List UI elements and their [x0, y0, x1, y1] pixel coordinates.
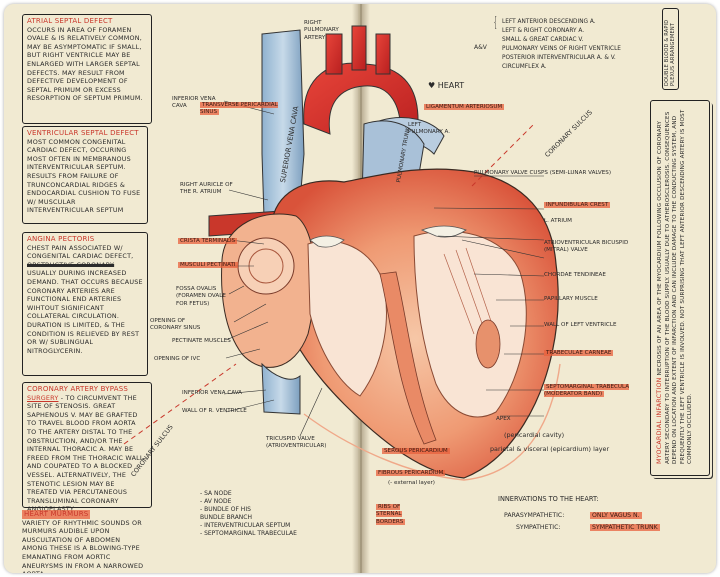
artery-item: Posterior interventricular a. & v. — [502, 55, 616, 61]
angina-pectoris-title: Angina Pectoris — [27, 235, 95, 243]
label-pulmonary-valve-cusps: Pulmonary valve cusps (semi-lunar valves… — [474, 170, 611, 176]
heart-symbol-icon: ♥ — [428, 81, 436, 90]
label-chordae-tendineae: Chordae tendineae — [544, 272, 606, 278]
label-serous-pericardium: Serous pericardium — [382, 448, 450, 454]
label-mitral-valve: Atrioventricular bicuspid (mitral) valve — [544, 240, 629, 254]
heart-murmurs-title: Heart Murmurs — [22, 510, 91, 519]
label-papillary-muscle: Papillary muscle — [544, 296, 598, 302]
sympathetic-value: Sympathetic trunk — [590, 524, 660, 531]
artery-item: Circumflex a. — [502, 64, 547, 70]
label-inferior-vena-cava: Inferior vena cava — [182, 390, 243, 396]
heart-title: ♥ Heart — [428, 81, 465, 90]
label-tricuspid-valve: Tricuspid valve (Atrioventricular) — [266, 436, 327, 450]
bypass-surgery-word: surgery — [27, 393, 59, 402]
conduction-item: - Septomarginal trabeculae — [200, 530, 297, 537]
label-parietal-visceral: parietal & visceral (epicardium) layer — [490, 445, 610, 453]
ventricular-septal-defect-title: Ventricular Septal Defect — [27, 129, 139, 137]
label-fossa-ovalis: Fossa ovalis (foramen ovale for fetus) — [176, 286, 226, 307]
label-fibrous-pericardium: Fibrous pericardium — [376, 470, 446, 476]
side-note-text: Double Blood & Rapid Plexus Arrangement — [664, 19, 677, 86]
conduction-item: - AV node — [200, 498, 232, 505]
label-wall-right-ventricle: Wall of R. ventricle — [182, 408, 247, 414]
atrial-septal-defect-note: Atrial Septal Defect occurs in area of f… — [22, 14, 152, 124]
label-left-atrium: L. atrium — [544, 218, 572, 224]
coronary-bypass-body: - to circumvent the site of stenosis. Gr… — [27, 393, 144, 514]
label-transverse-sinus: Transverse pericardial sinus — [200, 102, 278, 116]
artery-list: Left anterior descending a. Left & right… — [502, 18, 652, 72]
label-ribs: Ribs of sternal borders — [376, 504, 406, 525]
brachiocephalic-trunk — [325, 33, 343, 75]
angina-body-1: Chest pain associated w/ congenital card… — [27, 243, 134, 261]
coronary-bypass-title: Coronary Artery Bypass — [27, 385, 129, 393]
mitral-valve — [420, 225, 467, 238]
heart-illustration — [123, 25, 561, 481]
leader-lines-right — [433, 175, 545, 417]
pericardium-outline — [303, 363, 561, 481]
myocardial-infarction-text: Myocardial Infarction Necrosis of an are… — [655, 100, 695, 464]
heart-murmurs-body: Variety of rhythmic sounds or murmurs au… — [22, 518, 144, 573]
papillary-muscle — [475, 319, 501, 369]
parasympathetic-label: Parasympathetic: — [504, 512, 565, 519]
angina-body-2: usually during increased demand. That oc… — [27, 269, 143, 355]
atrial-septal-defect-title: Atrial Septal Defect — [27, 17, 113, 25]
atrial-septal-defect-body: occurs in area of foramen ovale & is rel… — [27, 25, 143, 103]
myocardial-infarction-title: Myocardial Infarction — [655, 377, 663, 464]
label-ligamentum-arteriosum: Ligamentum arteriosum — [424, 104, 505, 110]
conduction-item: - Bundle of his — [200, 506, 251, 513]
left-common-carotid — [351, 25, 367, 71]
side-note-box: Double Blood & Rapid Plexus Arrangement — [662, 8, 679, 90]
heart-murmurs-note: Heart Murmurs Variety of rhythmic sounds… — [22, 510, 146, 573]
conduction-item: - SA node — [200, 490, 232, 497]
conduction-item: Bundle branch — [200, 514, 252, 521]
label-septomarginal-trabecula: Septomarginal trabecula (moderator band) — [544, 384, 630, 398]
brace-symbol: { — [494, 15, 497, 31]
label-musculi-pectinati: Musculi pectinati — [178, 262, 238, 268]
label-left-pulmonary: Left pulmonary a. — [408, 122, 451, 136]
label-right-auricle: Right auricle of the R. atrium — [180, 182, 233, 196]
artery-item: Small & great cardiac v. — [502, 37, 584, 43]
tricuspid-valve — [309, 235, 345, 248]
left-subclavian — [375, 33, 391, 75]
coronary-bypass-note: Coronary Artery Bypass surgery - to circ… — [22, 382, 152, 513]
label-inferior-vena-cava-top: Inferior vena cava — [172, 96, 216, 110]
parasympathetic-value: Only vagus n. — [590, 512, 642, 519]
conduction-list: - SA node - AV node - Bundle of his Bund… — [200, 490, 320, 538]
label-pericardial-cavity: (pericardial cavity) — [504, 431, 565, 439]
artery-item: Left & right coronary a. — [502, 28, 585, 34]
label-coronary-sinus-opening: Opening of coronary sinus — [150, 318, 201, 332]
inferior-vena-cava — [261, 362, 301, 415]
label-infundibular-crest: Infundibular crest — [544, 202, 611, 208]
label-wall-left-ventricle: Wall of left ventricle — [544, 322, 617, 328]
artery-item: Pulmonary veins of right ventricle — [502, 46, 621, 52]
label-apex: Apex — [496, 416, 511, 422]
label-crista-terminalis: Crista terminalis — [178, 238, 238, 244]
label-av-brace: A&V — [474, 44, 487, 51]
sympathetic-label: Sympathetic: — [516, 524, 561, 531]
coronary-sulcus-line-right — [471, 123, 535, 187]
sketchbook: Atrial Septal Defect occurs in area of f… — [4, 4, 716, 573]
heart-title-text: Heart — [437, 81, 465, 90]
myocardial-infarction-note — [650, 100, 710, 476]
label-opening-ivc: Opening of IVC — [154, 356, 201, 362]
label-trabeculae-carneae: Trabeculae carneae — [544, 350, 614, 356]
innervations-title: Innervations to the heart: — [498, 495, 599, 503]
interventricular-septum — [379, 271, 437, 445]
label-pectinate-muscles: Pectinate muscles — [172, 338, 231, 344]
right-ventricle-cavity — [307, 240, 387, 397]
ventricular-septal-defect-body: Most common congenital cardiac defect, o… — [27, 137, 141, 215]
coronary-sulcus-line-left — [123, 363, 237, 445]
ventricular-septal-defect-note: Ventricular Septal Defect Most common co… — [22, 126, 148, 224]
angina-struck-text: obstructive coronary — [27, 260, 115, 269]
label-fibrous-sub: (- external layer) — [388, 480, 435, 486]
angina-pectoris-note: Angina Pectoris Chest pain associated w/… — [22, 232, 148, 376]
artery-item: Left anterior descending a. — [502, 19, 596, 25]
conduction-item: - Interventricular septum — [200, 522, 291, 529]
label-right-pulmonary-artery: Right pulmonary artery — [304, 20, 339, 41]
